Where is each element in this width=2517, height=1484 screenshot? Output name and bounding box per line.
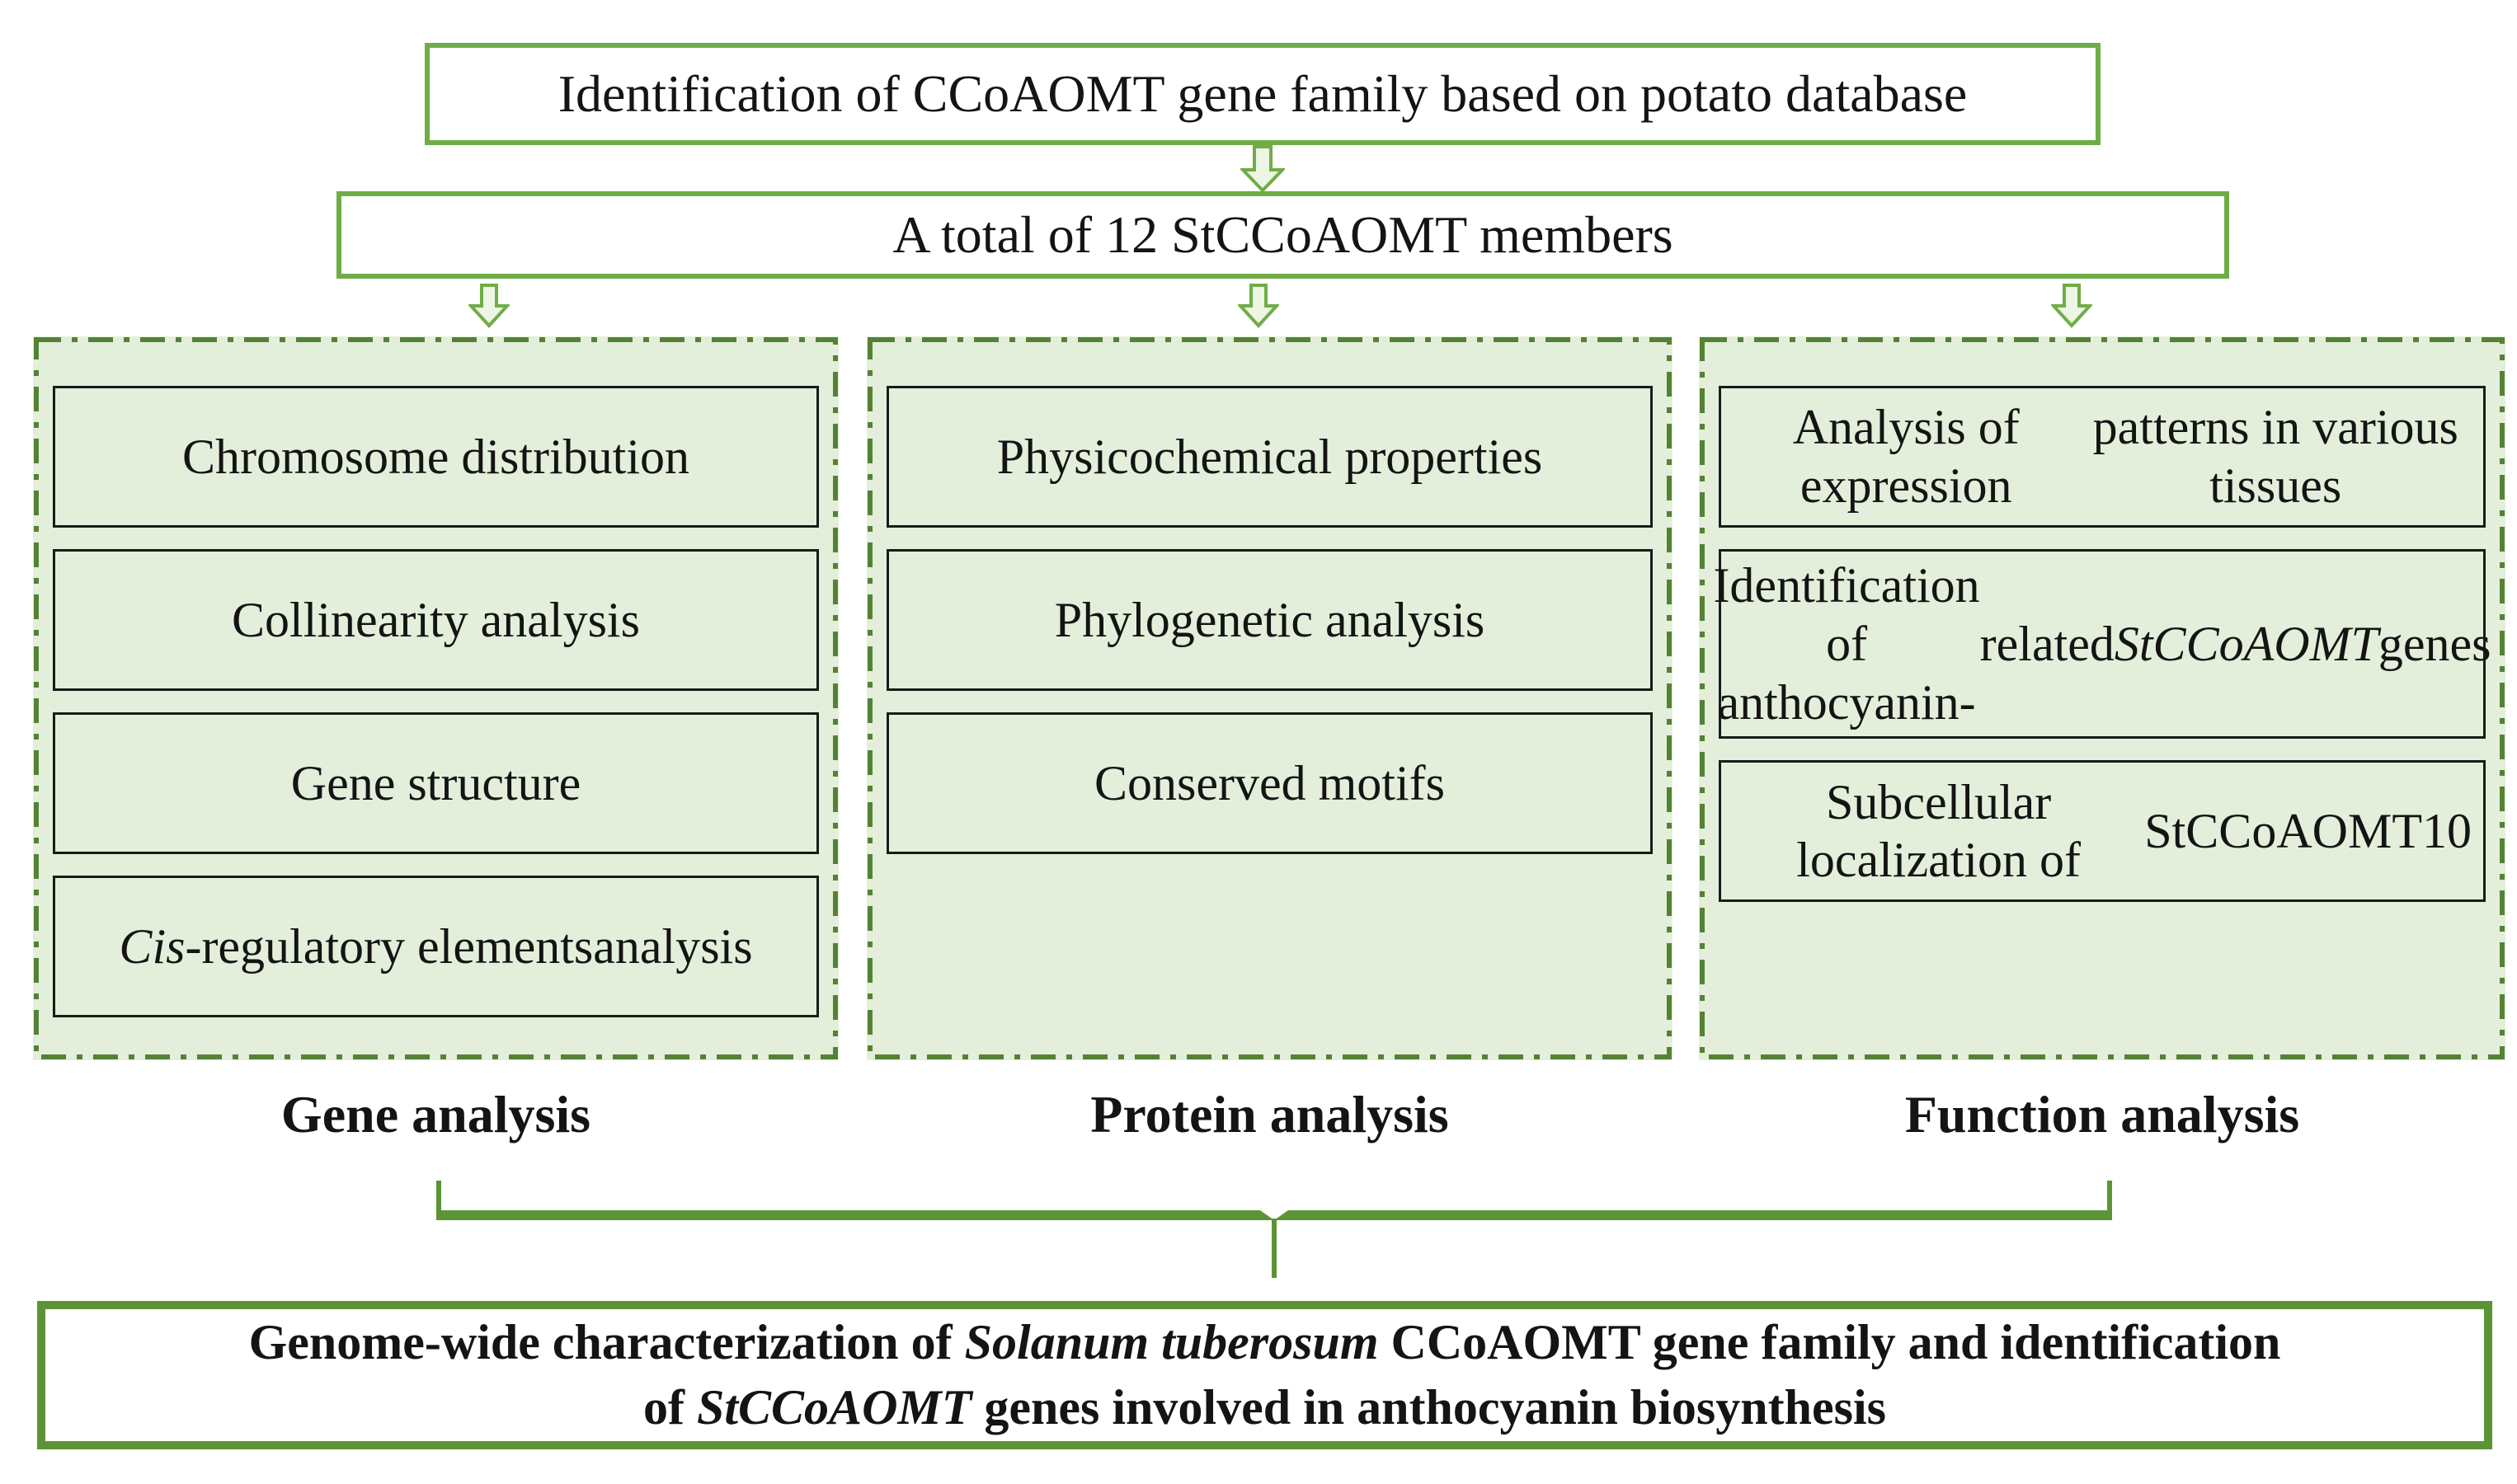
down-arrow-icon (1240, 145, 1285, 193)
task-box-anthocyanin-related-genes: Identification of anthocyanin-related St… (1713, 549, 2491, 740)
panel-gene-items: Chromosome distribution Collinearity ana… (33, 336, 839, 1017)
task-box-collinearity-analysis: Collinearity analysis (53, 549, 819, 691)
panel-protein-analysis: Physicochemical properties Phylogenetic … (867, 336, 1673, 1060)
members-box-label: A total of 12 StCCoAOMT members (892, 204, 1673, 264)
members-box: A total of 12 StCCoAOMT members (336, 191, 2229, 279)
conclusion-box: Genome-wide characterization of Solanum … (37, 1301, 2492, 1449)
dash-dot-border-icon (34, 337, 838, 1059)
task-box-phylogenetic-analysis: Phylogenetic analysis (887, 549, 1653, 691)
down-arrow-protein-icon (1238, 284, 1279, 328)
column-label-gene-analysis: Gene analysis (280, 1085, 591, 1144)
down-arrow-function-icon (2051, 284, 2092, 328)
column-label-function-analysis: Function analysis (1904, 1085, 2300, 1144)
panel-protein-items: Physicochemical properties Phylogenetic … (867, 336, 1673, 854)
task-box-chromosome-distribution: Chromosome distribution (53, 386, 819, 528)
column-label-protein-analysis: Protein analysis (1090, 1085, 1449, 1144)
task-box-physicochemical-properties: Physicochemical properties (887, 386, 1653, 528)
conclusion-text: Genome-wide characterization of Solanum … (248, 1314, 2281, 1435)
panel-gene-analysis: Chromosome distribution Collinearity ana… (33, 336, 839, 1060)
top-box: Identification of CCoAOMT gene family ba… (425, 43, 2101, 145)
dash-dot-border-icon (1700, 337, 2505, 1059)
dash-dot-border-icon (868, 337, 1672, 1059)
task-box-gene-structure: Gene structure (53, 712, 819, 854)
top-box-label: Identification of CCoAOMT gene family ba… (558, 63, 1968, 123)
down-arrow-gene-icon (468, 284, 510, 328)
task-box-conserved-motifs: Conserved motifs (887, 712, 1653, 854)
brace-icon (436, 1181, 2112, 1278)
